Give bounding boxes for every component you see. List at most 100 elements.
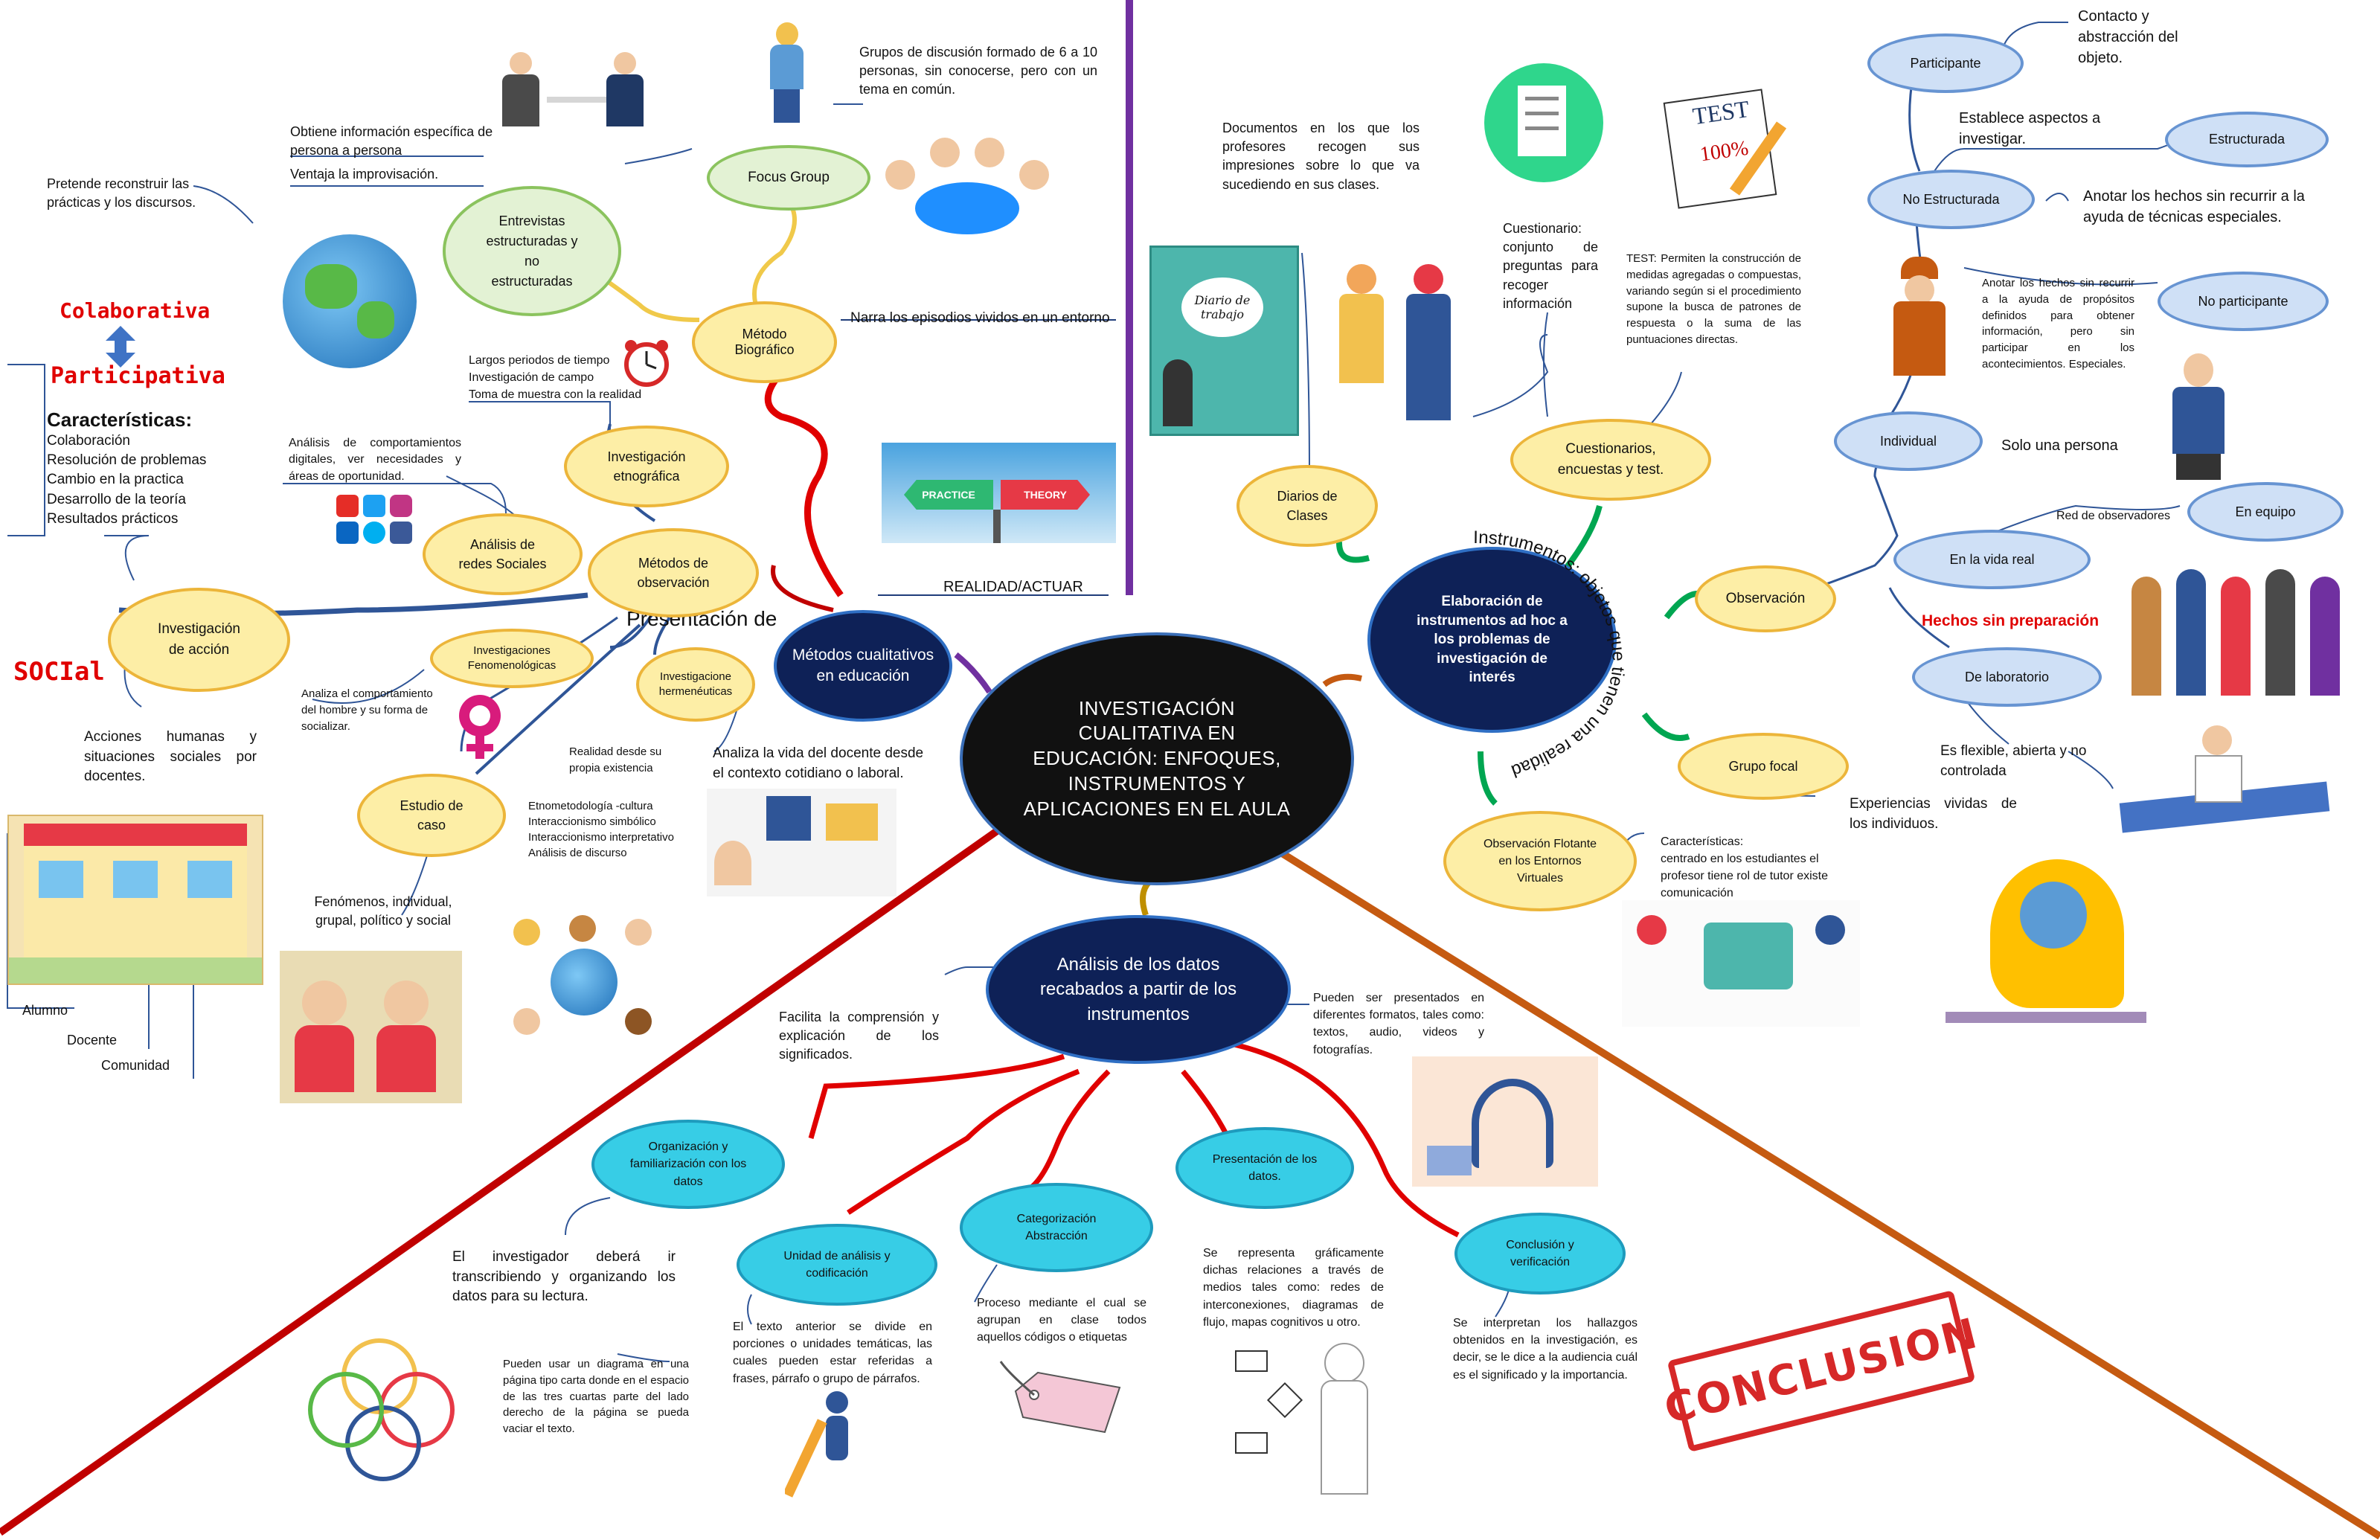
- alumno-label: Alumno: [22, 1003, 68, 1018]
- practice-arrow: PRACTICE: [904, 480, 993, 510]
- school-illustration: [7, 815, 263, 985]
- node-participante: Participante: [1867, 33, 2024, 93]
- node-en-equipo: En equipo: [2187, 482, 2344, 542]
- conc-desc: Se interpretan los hallazgos obtenidos e…: [1453, 1317, 1638, 1382]
- central-topic-label: INVESTIGACIÓN CUALITATIVA EN EDUCACIÓN: …: [1023, 696, 1291, 820]
- node-no-estructurada: No Estructurada: [1867, 170, 2035, 229]
- flowchart-man-illustration: [1228, 1343, 1384, 1499]
- theory-arrow: THEORY: [1001, 480, 1090, 510]
- node-presentacion-datos: Presentación de los datos.: [1175, 1127, 1354, 1209]
- node-metodos-cualitativos: Métodos cualitativos en educación: [774, 610, 952, 722]
- unidad-desc: El texto anterior se divide en porciones…: [733, 1321, 932, 1385]
- node-individual: Individual: [1834, 411, 1983, 471]
- facebook-icon: [390, 522, 412, 544]
- redes-desc: Análisis de comportamientos digitales, v…: [289, 437, 461, 483]
- fenom-desc: Analiza el comportamiento del hombre y s…: [301, 687, 433, 733]
- instagram-icon: [390, 495, 412, 517]
- docente-label: Docente: [67, 1033, 118, 1047]
- node-observacion: Observación: [1695, 565, 1836, 632]
- node-unidad-analisis: Unidad de análisis y codificación: [737, 1224, 937, 1306]
- entrevistas-desc2: Ventaja la improvisación.: [290, 167, 439, 182]
- etno-desc: Largos periodos de tiempo Investigación …: [469, 354, 642, 402]
- venn-diagram-icon: [308, 1338, 455, 1481]
- teachers-illustration: [1339, 257, 1466, 424]
- businessmen-illustration: [502, 45, 647, 126]
- youtube-icon: [336, 495, 359, 517]
- focus-desc: Grupos de discusión formado de 6 a 10 pe…: [859, 45, 1097, 97]
- node-investigacion-accion: Investigación de acción: [108, 588, 290, 692]
- central-topic: INVESTIGACIÓN CUALITATIVA EN EDUCACIÓN: …: [960, 632, 1354, 885]
- pueden-ser-text: Pueden ser presentados en diferentes for…: [1313, 992, 1484, 1056]
- arc-caption: Instrumentos: objetos que tienen una rea…: [1339, 513, 1629, 781]
- node-laboratorio: De laboratorio: [1912, 647, 2102, 707]
- entrevistas-desc1: Obtiene información específica de person…: [290, 124, 493, 158]
- double-arrow-icon: [106, 326, 135, 368]
- head-gears-illustration: [1946, 859, 2146, 1027]
- facilita-text: Facilita la comprensión y explicación de…: [779, 1010, 939, 1062]
- node-analisis-datos: Análisis de los datos recabados a partir…: [986, 915, 1291, 1064]
- hechos-sin-text: Hechos sin preparación: [1922, 612, 2100, 629]
- kids-plants-illustration: [280, 951, 462, 1103]
- establece-text: Establece aspectos a investigar.: [1959, 110, 2101, 147]
- diario-notebook: Diario de trabajo: [1149, 246, 1299, 436]
- diagrama-desc: Pueden usar un diagrama en una página ti…: [503, 1358, 689, 1435]
- node-inv-hermeneuticas: Investigacione hermenéuticas: [636, 647, 755, 722]
- narra-text: Narra los episodios vividos en un entorn…: [850, 310, 1110, 326]
- meeting-illustration: [885, 138, 1049, 249]
- divider-red: [0, 822, 1007, 1536]
- anotar-desc: Anotar los hechos sin recurrir a la ayud…: [1982, 277, 2134, 370]
- school-houses-illustration: [707, 789, 896, 896]
- node-metodo-biografico: Método Biográfico: [692, 301, 837, 383]
- caracteristica-item: Resultados prácticos: [47, 510, 179, 527]
- node-focus-group: Focus Group: [707, 145, 870, 211]
- flot-desc: centrado en los estudiantes el profesor …: [1661, 853, 1829, 900]
- node-conclusion: Conclusión y verificación: [1454, 1213, 1626, 1294]
- node-inv-fenomenologicas: Investigaciones Fenomenológicas: [430, 629, 594, 688]
- arc-caption-text: Instrumentos: objetos que tienen una rea…: [1339, 513, 1629, 781]
- social-media-illustration: [1622, 900, 1860, 1027]
- diarios-desc: Documentos en los que los profesores rec…: [1222, 121, 1420, 192]
- node-diarios-clases: Diarios de Clases: [1236, 465, 1378, 547]
- caracteristica-item: Cambio en la practica: [47, 472, 184, 488]
- divider-orange: [1271, 844, 2380, 1540]
- node-vida-real: En la vida real: [1893, 530, 2091, 589]
- pretende-text: Pretende reconstruir las prácticas y los…: [47, 176, 196, 211]
- caso-desc: Fenómenos, individual, grupal, político …: [314, 894, 452, 928]
- team-illustration: [2124, 554, 2370, 703]
- globe-kids-illustration: [238, 197, 461, 398]
- node-entrevistas: Entrevistas estructuradas y no estructur…: [443, 186, 621, 316]
- flot-title: Características:: [1661, 835, 1744, 848]
- herm-desc: Realidad desde su propia existencia: [569, 745, 662, 774]
- linkedin-icon: [336, 522, 359, 544]
- test-desc: TEST: Permiten la construcción de medida…: [1626, 252, 1801, 346]
- caracteristicas-list: Colaboración Resolución de problemas Cam…: [47, 431, 206, 529]
- diario-cover-label: Diario de trabajo: [1194, 293, 1251, 321]
- node-obs-flotante: Observación Flotante en los Entornos Vir…: [1443, 811, 1637, 911]
- node-inv-etnografica: Investigación etnográfica: [564, 426, 729, 507]
- test-paper-icon: TEST 100%: [1663, 88, 1793, 209]
- node-elaboracion-instrumentos: Elaboración de instrumentos ad hoc a los…: [1367, 547, 1617, 733]
- node-no-participante: No participante: [2158, 272, 2329, 331]
- anotar-sin-text: Anotar los hechos sin recurrir a la ayud…: [2083, 188, 2305, 225]
- caracteristicas-title: Características:: [47, 408, 193, 431]
- node-categorizacion: Categorización Abstracción: [960, 1183, 1153, 1272]
- node-organizacion: Organización y familiarización con los d…: [591, 1120, 785, 1209]
- clock-icon: [624, 340, 669, 387]
- node-analisis-redes: Análisis de redes Sociales: [423, 513, 583, 595]
- pen-figure-icon: [785, 1391, 848, 1498]
- contacto-text: Contacto y abstracción del objeto.: [2078, 8, 2178, 66]
- world-faces-illustration: [510, 915, 658, 1042]
- cat-desc: Proceso mediante el cual se agrupan en c…: [977, 1297, 1146, 1344]
- scientist-illustration: [2119, 725, 2330, 841]
- red-obs-text: Red de observadores: [2056, 510, 2170, 522]
- female-symbol-icon: [459, 695, 501, 759]
- woman-illustration: [766, 22, 807, 123]
- node-estudio-caso: Estudio de caso: [357, 774, 506, 857]
- solo-persona-text: Solo una persona: [2001, 437, 2118, 454]
- node-estructurada: Estructurada: [2165, 112, 2329, 167]
- checklist-icon: [1484, 63, 1603, 182]
- experiencias-text: Experiencias vividas de los individuos.: [1850, 796, 2017, 832]
- analiza-vida-text: Analiza la vida del docente desde el con…: [713, 745, 924, 781]
- twitter-icon: [363, 495, 385, 517]
- node-metodos-observacion: Métodos de observación: [588, 528, 759, 617]
